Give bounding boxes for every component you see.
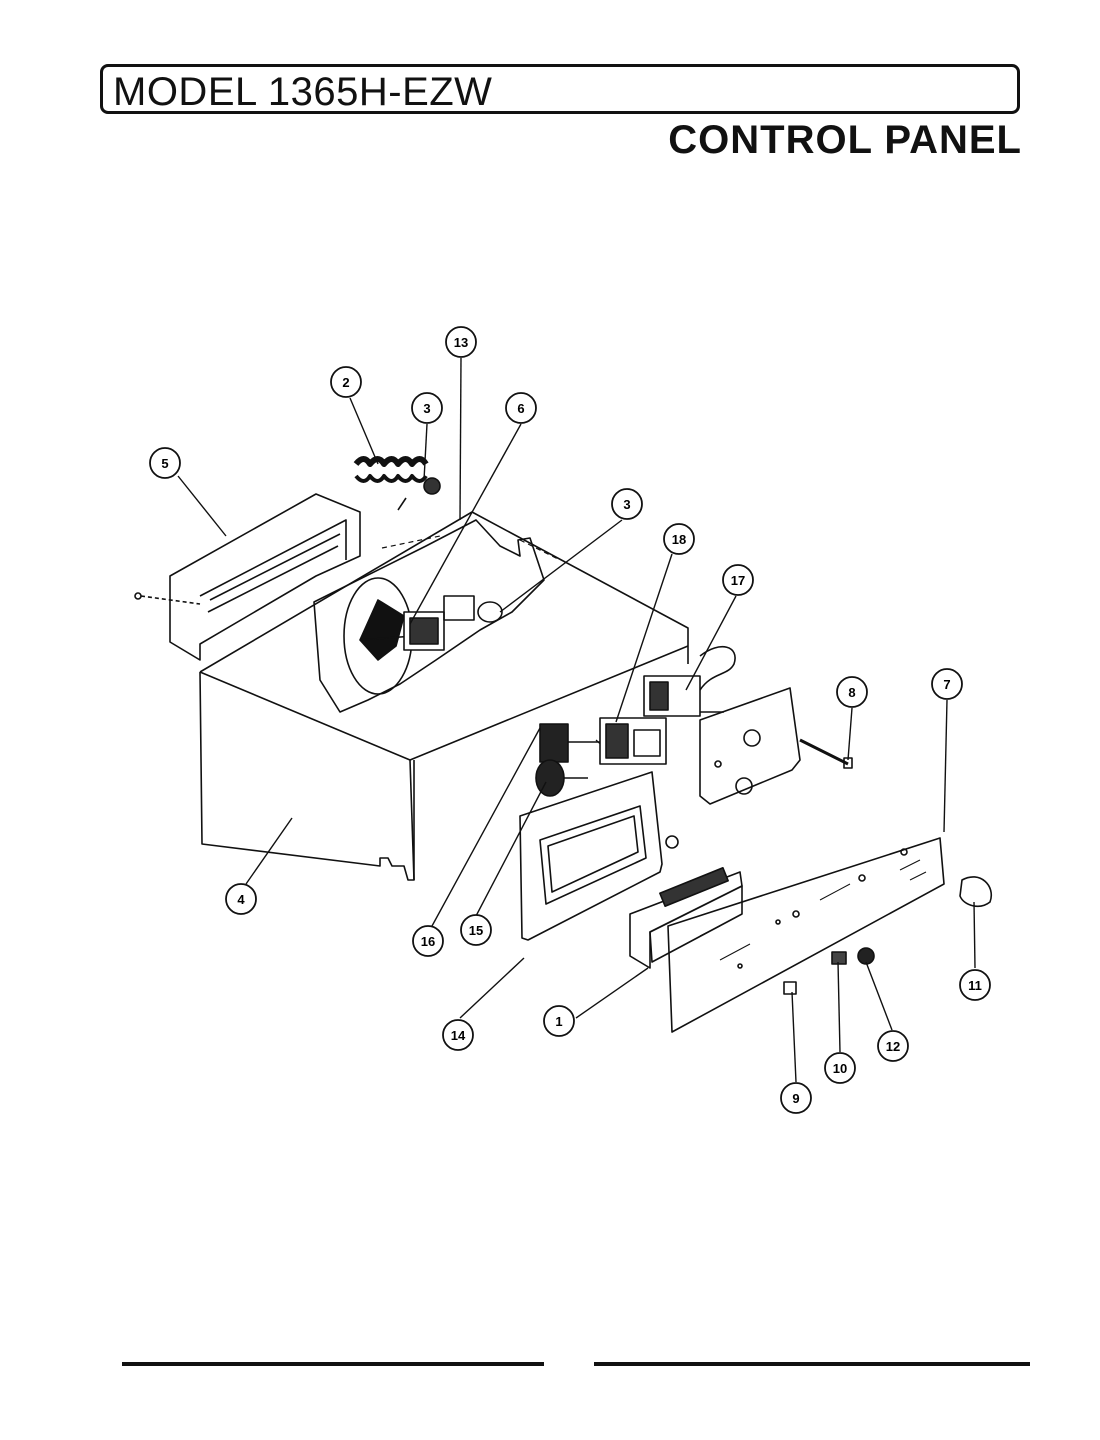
model-title: MODEL 1365H-EZW (113, 70, 493, 114)
section-title: CONTROL PANEL (668, 118, 1022, 162)
switch-16 (539, 723, 600, 763)
callout-4-label: 4 (237, 892, 245, 907)
coil-spring (353, 456, 441, 511)
callout-17: 17 (722, 564, 754, 596)
front-glass-panel (667, 837, 945, 1033)
cabinet-housing (199, 511, 689, 881)
callout-11: 11 (959, 969, 991, 1001)
control-board (629, 866, 743, 969)
button-12 (857, 947, 875, 965)
callout-14: 14 (442, 1019, 474, 1051)
display-frame (519, 771, 679, 941)
callout-15-label: 15 (469, 923, 483, 938)
control-bracket (699, 687, 801, 805)
callout-3-top-label: 3 (423, 401, 430, 416)
callout-13: 13 (445, 326, 477, 358)
callout-4: 4 (225, 883, 257, 915)
callouts: 13 2 3 6 5 3 18 17 8 7 4 16 15 14 1 11 1… (149, 326, 991, 1114)
screw-8 (799, 738, 853, 769)
fan-plate (313, 519, 545, 713)
callout-8-label: 8 (848, 685, 855, 700)
callout-10-label: 10 (833, 1061, 847, 1076)
callout-5-label: 5 (161, 456, 168, 471)
callout-3-right: 3 (611, 488, 643, 520)
callout-6: 6 (505, 392, 537, 424)
fan-assembly (343, 577, 503, 695)
callout-6-label: 6 (517, 401, 524, 416)
callout-3-right-label: 3 (623, 497, 630, 512)
callout-16: 16 (412, 925, 444, 957)
footer-rule-right (594, 1362, 1030, 1366)
button-10 (831, 951, 847, 965)
callout-1-label: 1 (555, 1014, 562, 1029)
callout-12: 12 (877, 1030, 909, 1062)
callout-9-label: 9 (792, 1091, 799, 1106)
button-9 (783, 981, 797, 995)
knob-11 (959, 876, 993, 908)
callout-7-label: 7 (943, 677, 950, 692)
callout-8: 8 (836, 676, 868, 708)
callout-1: 1 (543, 1005, 575, 1037)
relay-18 (599, 717, 667, 765)
leader-lines (177, 357, 976, 1083)
callout-18-label: 18 (672, 532, 686, 547)
callout-7: 7 (931, 668, 963, 700)
callout-11-label: 11 (968, 978, 982, 993)
callout-15: 15 (460, 914, 492, 946)
footer-rule-left (122, 1362, 544, 1366)
callout-3-top: 3 (411, 392, 443, 424)
callout-12-label: 12 (886, 1039, 900, 1054)
switch-15 (535, 759, 588, 797)
callout-2: 2 (330, 366, 362, 398)
callout-14-label: 14 (451, 1028, 466, 1043)
callout-13-label: 13 (454, 335, 468, 350)
callout-2-label: 2 (342, 375, 349, 390)
callout-5: 5 (149, 447, 181, 479)
callout-18: 18 (663, 523, 695, 555)
model-title-box: MODEL 1365H-EZW (100, 64, 1020, 114)
callout-10: 10 (824, 1052, 856, 1084)
callout-17-label: 17 (731, 573, 745, 588)
callout-9: 9 (780, 1082, 812, 1114)
timer-17 (643, 646, 736, 717)
vent-duct (134, 493, 361, 661)
callout-16-label: 16 (421, 934, 435, 949)
